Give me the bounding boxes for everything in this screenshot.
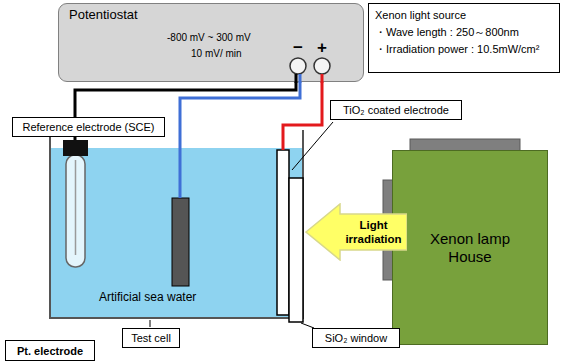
terminal-sign: − (293, 38, 303, 57)
reference-electrode-tube (66, 155, 85, 267)
working-wire (283, 82, 322, 150)
node-title: Test cell (131, 332, 171, 344)
reference-wire (295, 74, 298, 83)
lamp-house: Xenon lamp House (392, 150, 548, 345)
node-title: TiO₂ coated electrode (343, 104, 449, 116)
sio2-window (289, 178, 303, 322)
node-title: Potentiostat (69, 7, 138, 23)
tio2-electrode (277, 150, 289, 315)
pt-electrode (172, 198, 189, 286)
terminal (290, 58, 306, 74)
node-title: Pt. electrode (17, 345, 83, 357)
reference-electrode-cap (63, 140, 88, 156)
terminal-sign: + (317, 38, 327, 57)
part-label: TiO₂ coated electrode (330, 100, 462, 120)
arrow-shape (305, 203, 407, 261)
part-label: Pt. electrode (5, 340, 95, 361)
node-title: Reference electrode (SCE) (22, 121, 154, 133)
part-label: Test cell (122, 328, 180, 348)
leader-line (292, 122, 333, 170)
node-title: Xenon lamp House (415, 230, 525, 266)
node-text: 10 mV/ min (191, 47, 242, 60)
spec-box: Xenon light source・Wave length : 250～800… (368, 3, 560, 73)
node-text: ・Wave length : 250～800nm (375, 24, 519, 41)
working-wire (321, 74, 324, 83)
part-label: Reference electrode (SCE) (12, 117, 165, 137)
part-label: SiO₂ window (312, 328, 400, 348)
counter-wire (299, 74, 302, 83)
node-title: Light irradiation (340, 218, 407, 246)
medium-label: Artificial sea water (99, 290, 196, 304)
light-arrow: Light irradiation (305, 203, 407, 261)
node-title: SiO₂ window (325, 332, 387, 344)
reference-electrode-wire (75, 160, 77, 255)
node-title: Xenon light source (375, 7, 466, 24)
sea-water (51, 148, 302, 317)
node-text: -800 mV ~ 300 mV (167, 31, 251, 44)
arrow-shape (306, 204, 407, 260)
terminal (314, 58, 330, 74)
reference-wire (74, 137, 77, 140)
leader-line (150, 320, 151, 327)
node-text: ・Irradiation power : 10.5mW/cm² (375, 41, 539, 58)
test-cell-wall (50, 130, 303, 318)
